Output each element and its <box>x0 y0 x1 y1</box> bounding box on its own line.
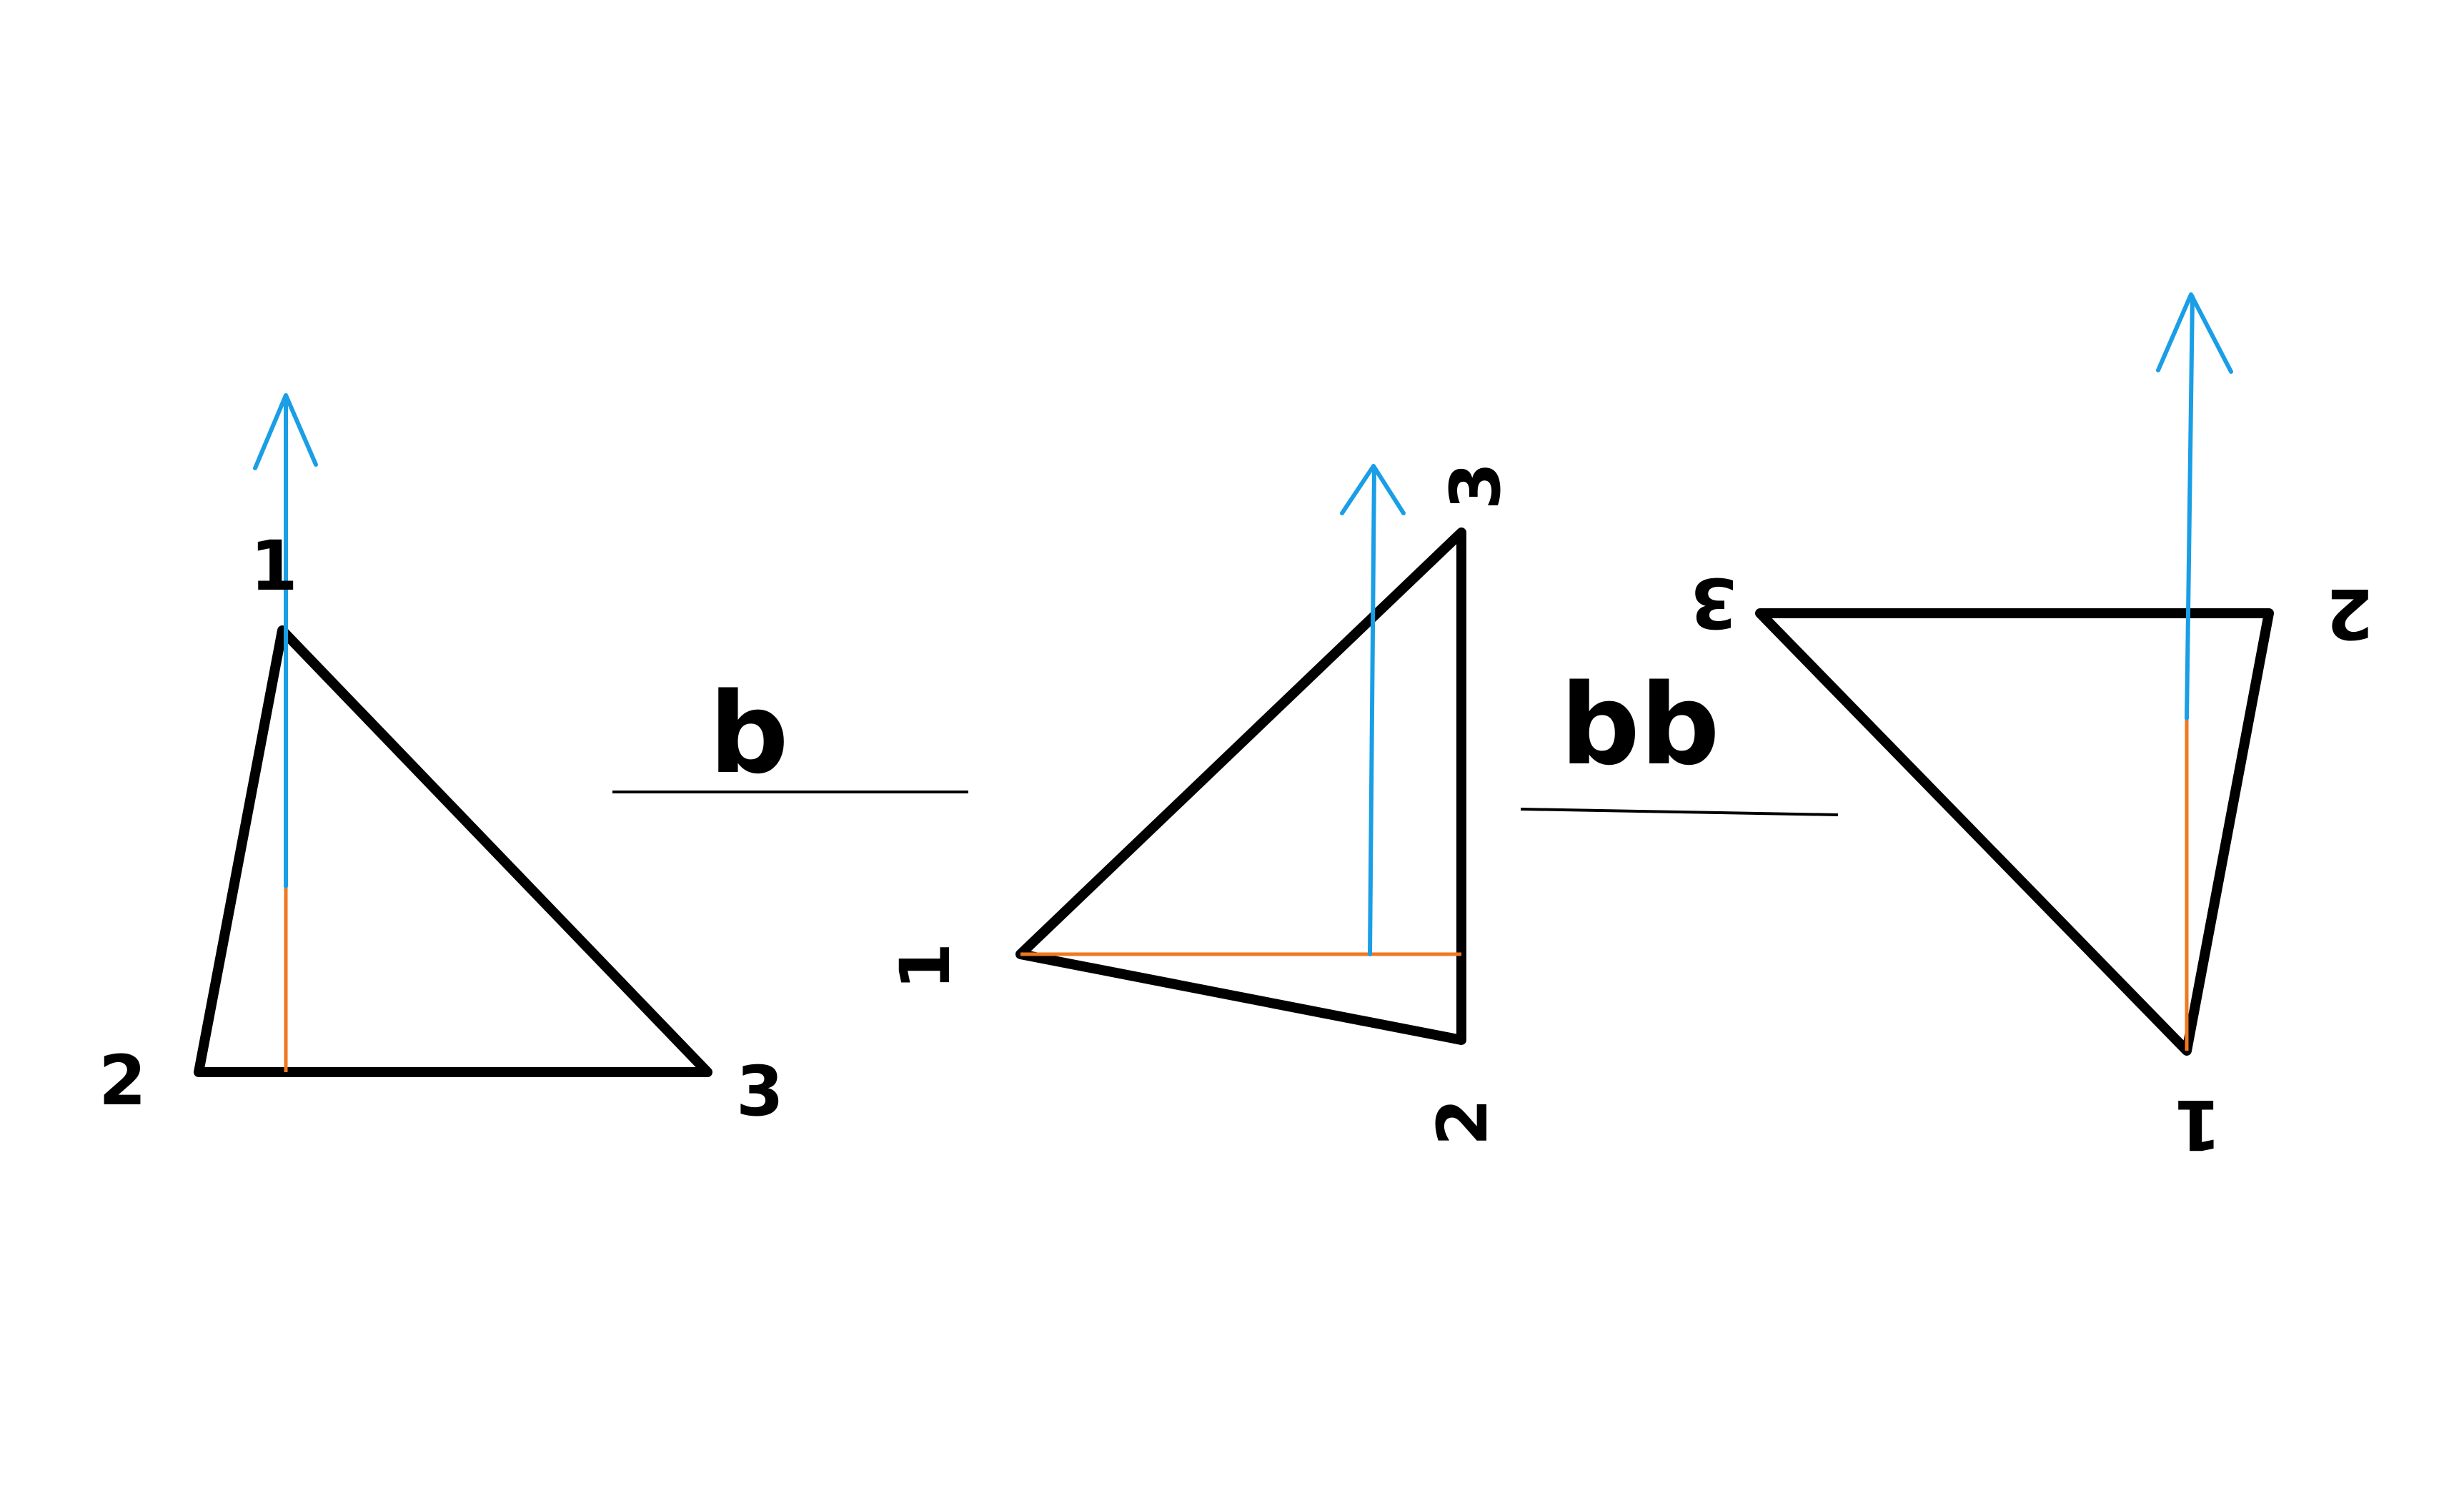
vertex-label-3-rotated-twice: 3 <box>1690 563 1738 643</box>
vertex-label-3-rotated-once: 3 <box>1436 462 1516 510</box>
triangle-outline-original <box>194 625 712 1077</box>
operation-label-bb: bb <box>1560 660 1719 790</box>
up-arrow-icon <box>2156 292 2233 720</box>
vertex-label-2-rotated-once: 2 <box>1423 1099 1503 1146</box>
vertex-label-1-rotated-once: 1 <box>885 943 965 991</box>
operation-b: b <box>612 668 968 798</box>
operation-label-b: b <box>709 668 789 798</box>
vertex-label-2-rotated-twice: 2 <box>2326 573 2374 653</box>
triangle-outline-rotated-once <box>1015 527 1466 1045</box>
triangle-outline-rotated-twice <box>1755 608 2274 1056</box>
triangle-rotated-once: 1 2 3 <box>885 462 1516 1146</box>
vertex-label-1-original: 1 <box>250 526 298 606</box>
vertex-label-1-rotated-twice: 1 <box>2174 1084 2222 1164</box>
up-arrow-icon <box>1340 464 1406 956</box>
triangle-rotated-twice: 1 2 3 <box>1690 292 2374 1164</box>
vertex-label-3-original: 3 <box>736 1051 784 1131</box>
operation-bar-bb <box>1520 808 1839 816</box>
operation-bb: bb <box>1520 660 1839 816</box>
triangle-original: 1 2 3 <box>99 393 784 1131</box>
vertex-label-2-original: 2 <box>99 1041 146 1121</box>
up-arrow-icon <box>253 393 318 888</box>
